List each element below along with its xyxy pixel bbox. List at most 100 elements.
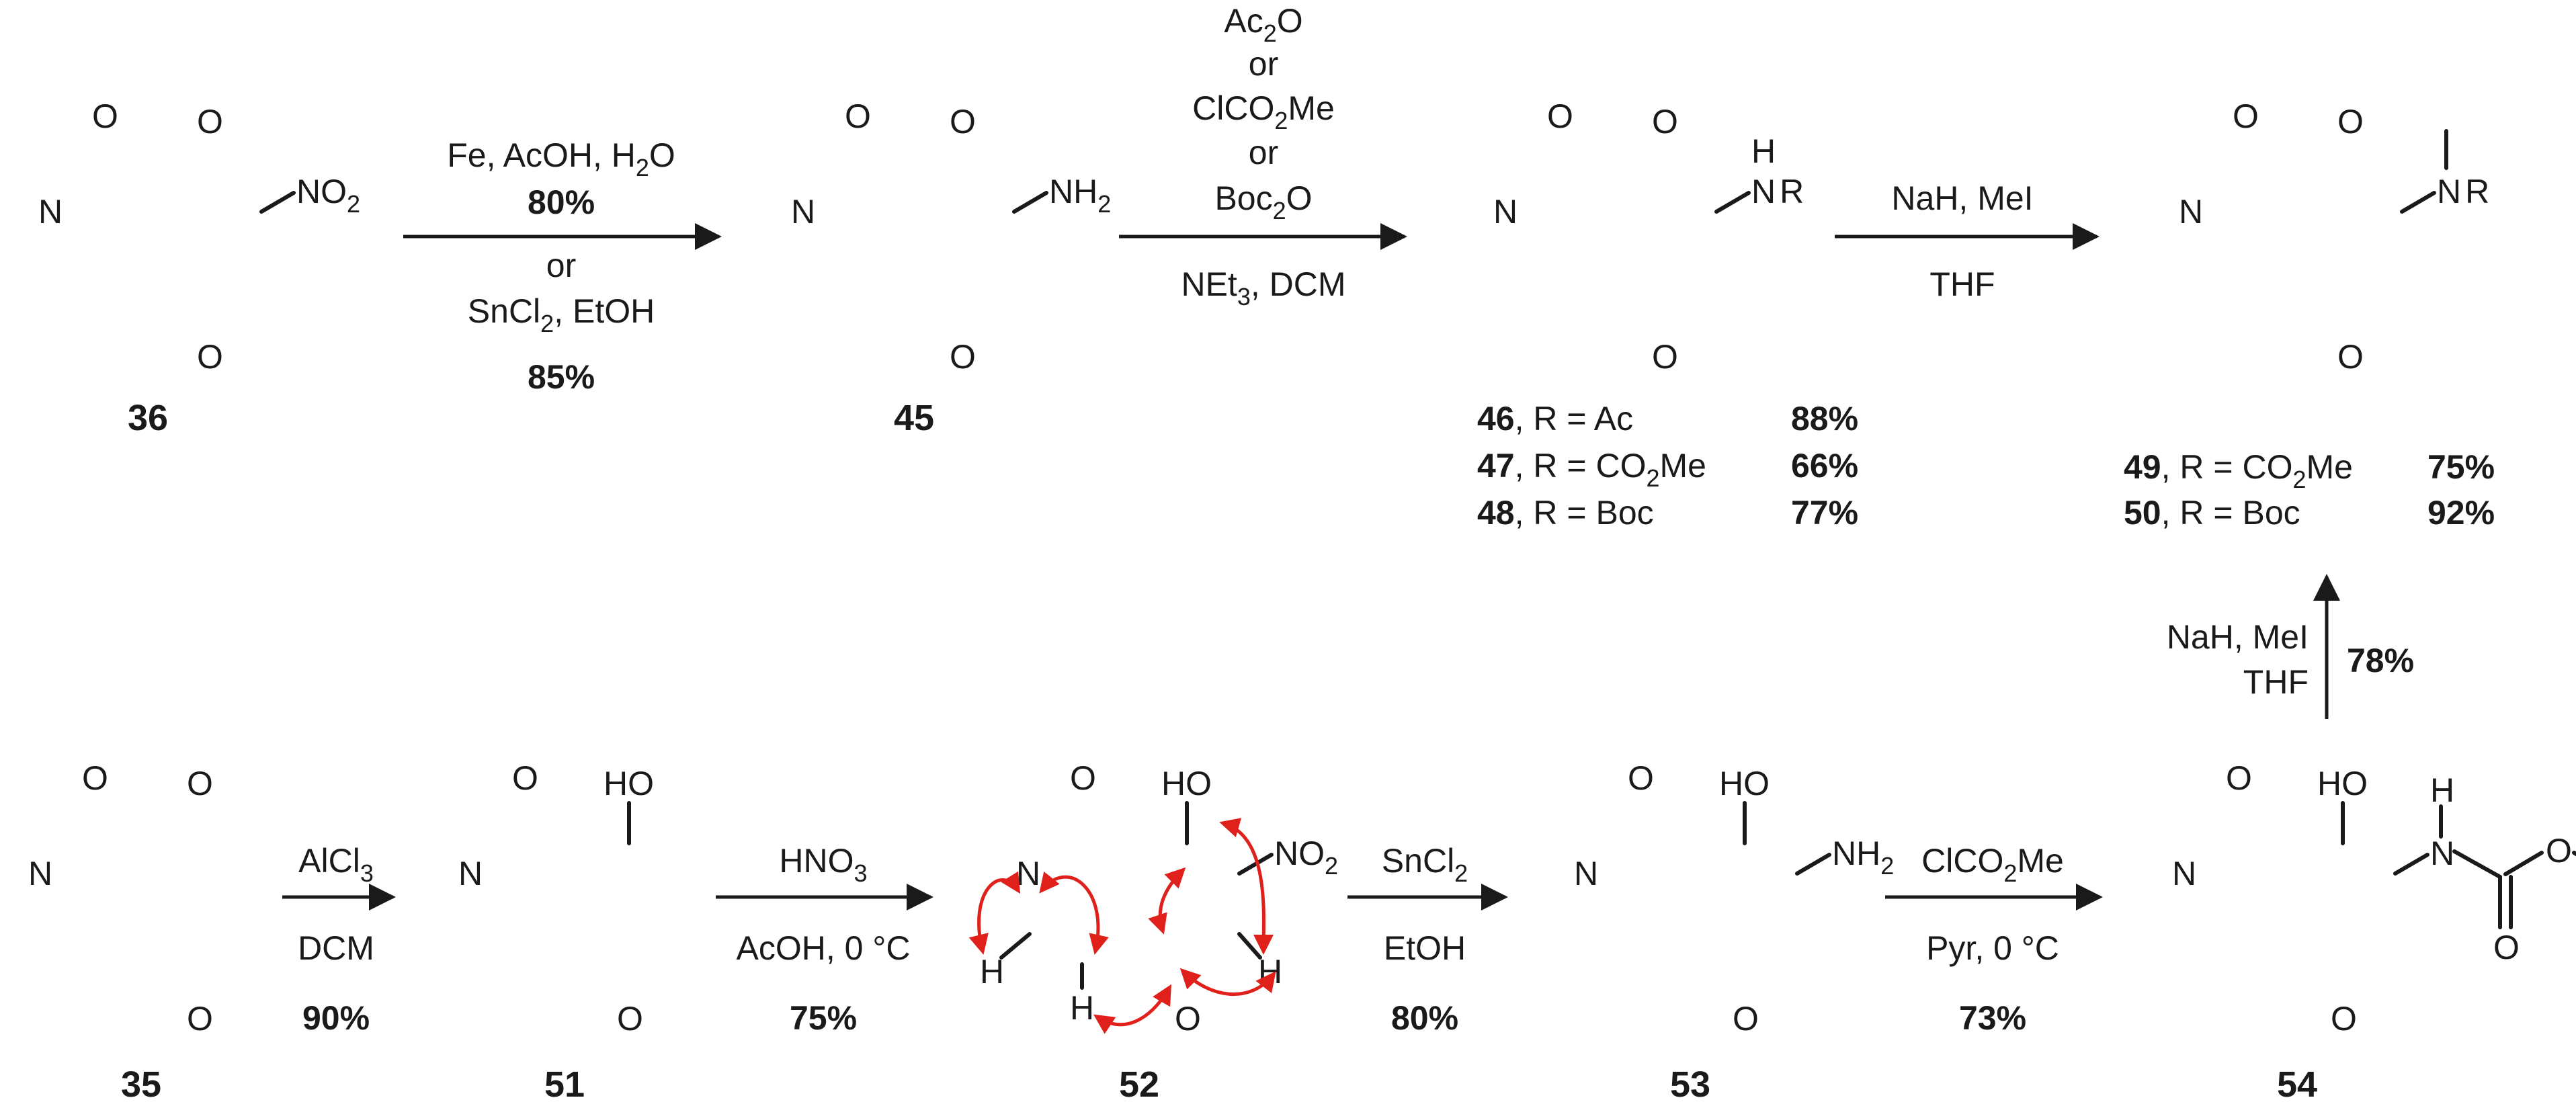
- result-yield: 77%: [1791, 494, 1858, 532]
- step1-yield-b: 85%: [528, 358, 595, 396]
- atom-h-3: H: [980, 953, 1004, 990]
- atom-o-carbonyl: O: [92, 97, 118, 135]
- step4-reagent: AlCl3: [298, 842, 374, 887]
- results-46-48: 46, R = Ac 88% 47, R = CO2Me 66% 48, R =…: [1477, 400, 1858, 532]
- atom-o-5: O: [197, 338, 223, 376]
- hydroxy-group: HO: [604, 765, 654, 802]
- atom-o-5: O: [1733, 1000, 1759, 1037]
- step1-reagents-a: Fe, AcOH, H2O: [447, 136, 675, 181]
- results-49-50: 49, R = CO2Me 75% 50, R = Boc 92%: [2124, 448, 2495, 532]
- atom-o-8: O: [2337, 103, 2364, 140]
- amino-group: NH2: [1049, 173, 1111, 218]
- vstep-yield: 78%: [2347, 642, 2414, 679]
- atom-n-carbamate: N: [2430, 835, 2454, 872]
- amino-group: NH2: [1832, 835, 1894, 880]
- label-35: 35: [121, 1064, 161, 1102]
- atom-o-5: O: [2331, 1000, 2357, 1037]
- label-53: 53: [1670, 1064, 1710, 1102]
- compound-54: O N HO O N H O O: [2144, 759, 2576, 1060]
- atom-o-carbonyl: O: [1547, 97, 1573, 135]
- atom-n: N: [28, 855, 52, 892]
- atom-o-5: O: [187, 1000, 213, 1037]
- step1-or: or: [546, 247, 576, 284]
- step2-reagent-1: Ac2O: [1224, 2, 1302, 47]
- step4-yield: 90%: [302, 999, 370, 1037]
- label-51: 51: [544, 1064, 585, 1102]
- result-row: 49, R = CO2Me: [2124, 448, 2353, 493]
- result-yield: 75%: [2427, 448, 2495, 486]
- result-yield: 88%: [1791, 400, 1858, 437]
- atom-n: N: [1493, 193, 1518, 230]
- compound-35: O N O O: [0, 747, 251, 1060]
- atom-o-carbonyl: O: [2233, 97, 2259, 135]
- atom-o-5: O: [1652, 338, 1678, 376]
- step5-reagent: HNO3: [779, 842, 867, 887]
- result-row: 47, R = CO2Me: [1477, 447, 1706, 492]
- step5-yield: 75%: [790, 999, 857, 1037]
- atom-o-5: O: [1175, 1000, 1201, 1037]
- step3-reagents: NaH, MeI: [1891, 179, 2033, 217]
- step1-reagents-b: SnCl2, EtOH: [468, 292, 655, 337]
- atom-n: N: [2179, 193, 2203, 230]
- hydroxy-group: HO: [2317, 765, 2368, 802]
- atom-o-carbonyl: O: [1628, 759, 1654, 797]
- result-row: 46, R = Ac: [1477, 400, 1633, 437]
- nitro-group: NO2: [296, 173, 360, 218]
- atom-n: N: [791, 193, 815, 230]
- atom-n: N: [1574, 855, 1598, 892]
- step7-conditions: Pyr, 0 °C: [1926, 929, 2059, 967]
- step2-reagent-3: Boc2O: [1214, 179, 1312, 224]
- result-row: 48, R = Boc: [1477, 494, 1654, 532]
- atom-o-5: O: [950, 338, 976, 376]
- label-52: 52: [1119, 1064, 1159, 1102]
- step7-yield: 73%: [1959, 999, 2026, 1037]
- atom-n: N: [458, 855, 483, 892]
- atom-o-carbamate-c: O: [2493, 929, 2520, 966]
- atom-o-8: O: [197, 103, 223, 140]
- atom-h: H: [2430, 771, 2454, 809]
- atom-o-carbonyl: O: [82, 759, 108, 797]
- atom-o-8: O: [950, 103, 976, 140]
- compound-53: O N HO O NH2: [1546, 759, 1894, 1060]
- result-yield: 66%: [1791, 447, 1858, 484]
- hydroxy-group: HO: [1719, 765, 1770, 802]
- vstep-reagents: NaH, MeI: [2167, 618, 2309, 656]
- atom-o-carbamate-me: O: [2546, 832, 2572, 870]
- hydroxy-group: HO: [1161, 765, 1212, 802]
- step4-solvent: DCM: [298, 929, 374, 967]
- atom-o-carbonyl: O: [1070, 759, 1096, 797]
- compound-51: O N HO O: [430, 759, 681, 1060]
- atom-o-carbonyl: O: [845, 97, 871, 135]
- atom-o-5: O: [617, 1000, 643, 1037]
- step6-yield: 80%: [1391, 999, 1458, 1037]
- atom-o-8: O: [187, 765, 213, 802]
- step2-reagent-2: ClCO2Me: [1192, 89, 1335, 134]
- step5-conditions: AcOH, 0 °C: [737, 929, 911, 967]
- result-yield: 92%: [2427, 494, 2495, 532]
- compound-45: O N O O NH2: [763, 85, 1111, 398]
- step1-yield-a: 80%: [528, 183, 595, 221]
- atom-o-8: O: [1652, 103, 1678, 140]
- atom-n: N: [38, 193, 63, 230]
- atom-h: H: [1751, 132, 1776, 170]
- atom-o-5: O: [2337, 338, 2364, 376]
- result-row: 50, R = Boc: [2124, 494, 2300, 532]
- step2-or-1: or: [1249, 45, 1278, 83]
- label-36: 36: [128, 398, 168, 438]
- noe-correlation-arrows: [968, 818, 1276, 1034]
- step2-or-2: or: [1249, 134, 1278, 171]
- step2-base: NEt3, DCM: [1181, 265, 1345, 310]
- step3-solvent: THF: [1929, 265, 1995, 303]
- compound-36: O N O O NO2: [10, 85, 360, 398]
- nitro-group: NO2: [1274, 835, 1338, 880]
- atom-o-carbonyl: O: [512, 759, 538, 797]
- atom-o-carbonyl: O: [2226, 759, 2252, 797]
- label-45: 45: [894, 398, 934, 438]
- step6-solvent: EtOH: [1384, 929, 1466, 967]
- atom-n: N: [1016, 855, 1040, 892]
